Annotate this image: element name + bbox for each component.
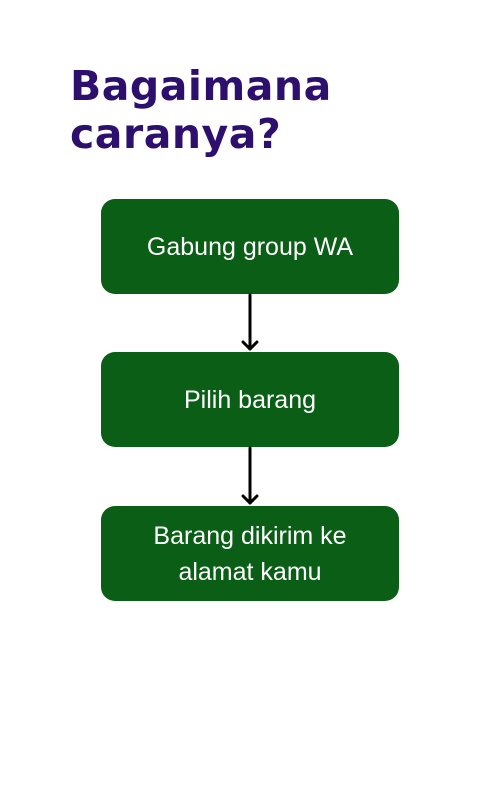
title-line-2: caranya? (70, 110, 282, 158)
arrow-2-to-3 (241, 446, 259, 505)
step-label: Barang dikirim ke alamat kamu (153, 521, 347, 586)
title-line-1: Bagaimana (70, 62, 332, 110)
step-label: Gabung group WA (146, 232, 354, 261)
page-title: Bagaimana caranya? (70, 62, 332, 158)
arrow-1-to-2 (241, 293, 259, 351)
step-box-delivery: Barang dikirim ke alamat kamu (101, 506, 399, 601)
step-label: Pilih barang (183, 385, 317, 414)
step-box-join-group: Gabung group WA (101, 199, 399, 294)
step-box-choose-item: Pilih barang (101, 352, 399, 447)
